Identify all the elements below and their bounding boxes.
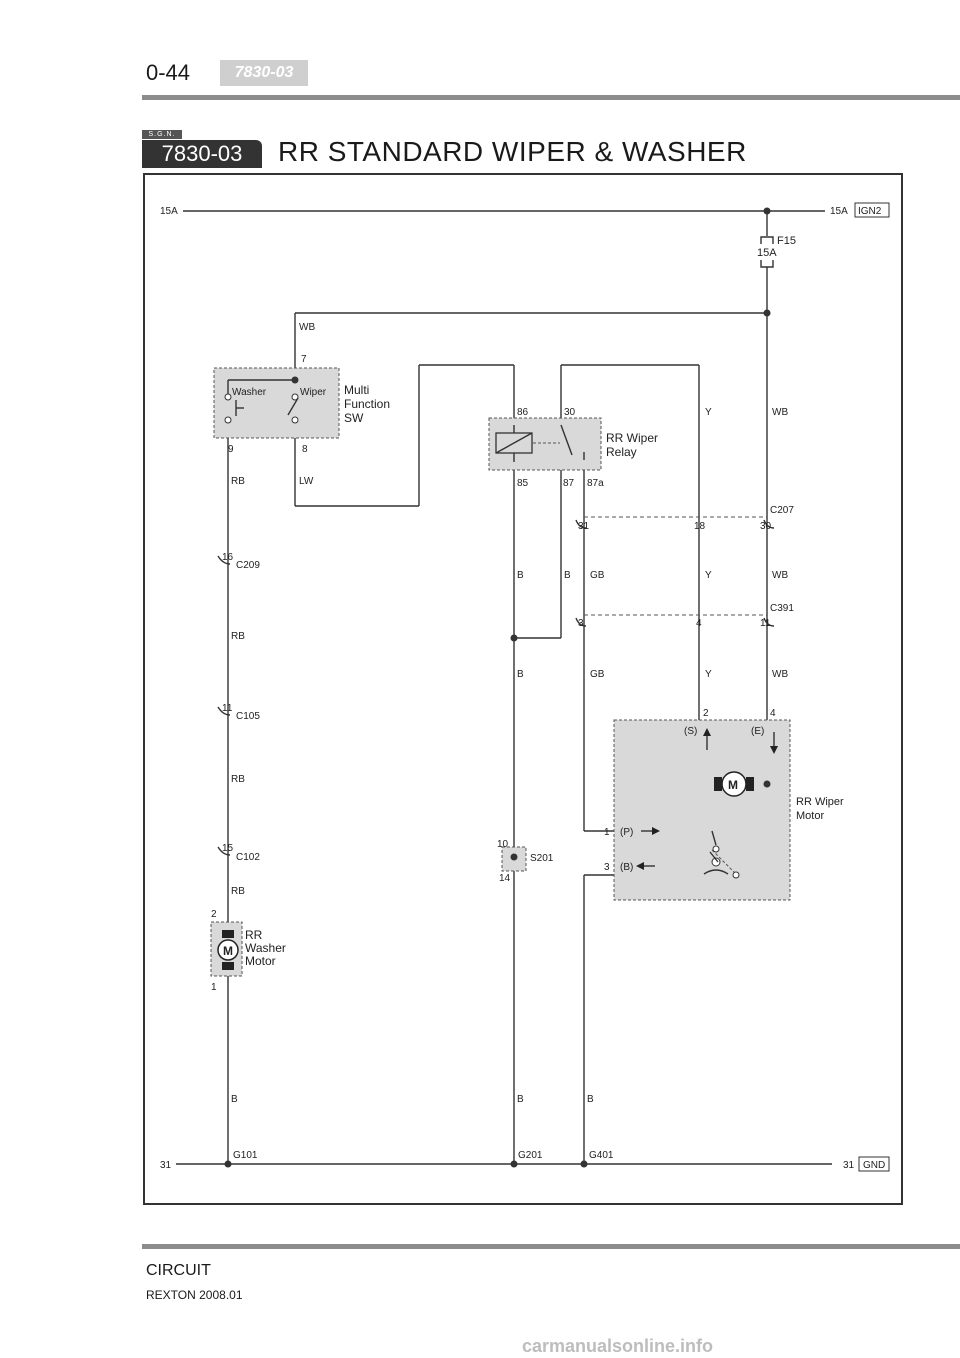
header-divider	[142, 95, 960, 100]
ground-right-label: 31	[843, 1160, 855, 1171]
page-number: 0-44	[146, 60, 191, 85]
wire-rb-1: RB	[231, 476, 245, 487]
ground-left-label: 31	[160, 1160, 172, 1171]
c207-pin-31: 31	[578, 521, 590, 532]
wire-y-3: Y	[705, 669, 712, 680]
fuse-name: F15	[777, 235, 796, 247]
ground-g201: G201	[518, 1150, 543, 1161]
wire-y-2: Y	[705, 570, 712, 581]
relay-name-1: RR Wiper	[606, 431, 658, 445]
c105-name: C105	[236, 711, 260, 722]
diagram-frame	[143, 173, 903, 1205]
wiper-label: Wiper	[300, 387, 327, 398]
c102-name: C102	[236, 852, 260, 863]
wire-b-5: B	[517, 1094, 524, 1105]
wiper-pin-4: 4	[770, 708, 776, 719]
relay-pin-85: 85	[517, 478, 529, 489]
switch-name-3: SW	[344, 411, 364, 425]
ground-g401: G401	[589, 1150, 614, 1161]
diagram-code-badge: 7830-03	[142, 140, 262, 168]
wire-b-1: B	[517, 570, 524, 581]
wire-lw: LW	[299, 476, 314, 487]
s201-pin-14: 14	[499, 873, 511, 884]
washer-motor-name-3: Motor	[245, 954, 276, 968]
switch-pin-8: 8	[302, 444, 308, 455]
diagram-title: RR STANDARD WIPER & WASHER	[278, 136, 747, 167]
section-code-badge: 7830-03	[220, 60, 308, 86]
washer-pin-1: 1	[211, 982, 217, 993]
relay-pin-30: 30	[564, 407, 576, 418]
wiper-motor-name-1: RR Wiper	[796, 796, 844, 808]
sgn-tag: S.G.N.	[142, 130, 182, 139]
washer-motor-symbol: M	[223, 944, 233, 958]
wire-b-3: B	[517, 669, 524, 680]
wire-b-2: B	[564, 570, 571, 581]
relay-pin-87a: 87a	[587, 478, 604, 489]
footer-divider	[142, 1244, 960, 1249]
switch-name-1: Multi	[344, 383, 369, 397]
relay-pin-86: 86	[517, 407, 529, 418]
wire-wb-top: WB	[299, 322, 315, 333]
washer-motor-name-2: Washer	[245, 941, 286, 955]
rr-wiper-motor	[613, 719, 791, 901]
rr-wiper-relay	[488, 417, 602, 471]
wire-b-6: B	[587, 1094, 594, 1105]
wire-rb-2: RB	[231, 631, 245, 642]
wiper-pin-2: 2	[703, 708, 709, 719]
c102-pin: 15	[222, 843, 234, 854]
c391-name: C391	[770, 603, 794, 614]
watermark: carmanualsonline.info	[522, 1336, 714, 1356]
wiper-label-s: (S)	[684, 726, 697, 737]
wiper-label-b: (B)	[620, 862, 633, 873]
c207-name: C207	[770, 505, 794, 516]
wire-y-1: Y	[705, 407, 712, 418]
wiper-motor-name-2: Motor	[796, 810, 824, 822]
s201-name: S201	[530, 853, 554, 864]
washer-label: Washer	[232, 387, 267, 398]
relay-pin-87: 87	[563, 478, 575, 489]
switch-pin-9: 9	[228, 444, 234, 455]
wiper-label-p: (P)	[620, 827, 633, 838]
wiper-pin-1: 1	[604, 827, 610, 838]
footer-section: CIRCUIT	[146, 1262, 211, 1279]
s201-pin-10: 10	[497, 839, 509, 850]
wire-b-4: B	[231, 1094, 238, 1105]
c209-name: C209	[236, 560, 260, 571]
wire-gb-1: GB	[590, 570, 605, 581]
wire-gb-2: GB	[590, 669, 605, 680]
relay-name-2: Relay	[606, 445, 637, 459]
power-left-label: 15A	[160, 206, 178, 217]
wire-rb-4: RB	[231, 886, 245, 897]
multi-function-switch	[213, 367, 340, 439]
gnd-tag: GND	[863, 1160, 885, 1171]
wiper-pin-3: 3	[604, 862, 610, 873]
wire-wb-1: WB	[772, 407, 788, 418]
wire-rb-3: RB	[231, 774, 245, 785]
c391-pin-3: 3	[578, 618, 584, 629]
fuse-rating: 15A	[757, 247, 777, 259]
ign2-tag: IGN2	[858, 206, 882, 217]
wiper-label-e: (E)	[751, 726, 764, 737]
c209-pin: 16	[222, 552, 234, 563]
c391-pin-11: 11	[760, 618, 771, 629]
c391-pin-4: 4	[696, 618, 702, 629]
footer-model: REXTON 2008.01	[146, 1288, 243, 1302]
wiper-motor-symbol: M	[728, 778, 738, 792]
wire-wb-3: WB	[772, 669, 788, 680]
wire-wb-2: WB	[772, 570, 788, 581]
c207-pin-30: 30	[760, 521, 772, 532]
power-right-label: 15A	[830, 206, 848, 217]
ground-g101: G101	[233, 1150, 258, 1161]
washer-motor-name-1: RR	[245, 928, 263, 942]
washer-pin-2: 2	[211, 909, 217, 920]
switch-name-2: Function	[344, 397, 390, 411]
c105-pin: 11	[222, 703, 233, 714]
switch-pin-7: 7	[301, 354, 307, 365]
c207-pin-18: 18	[694, 521, 706, 532]
